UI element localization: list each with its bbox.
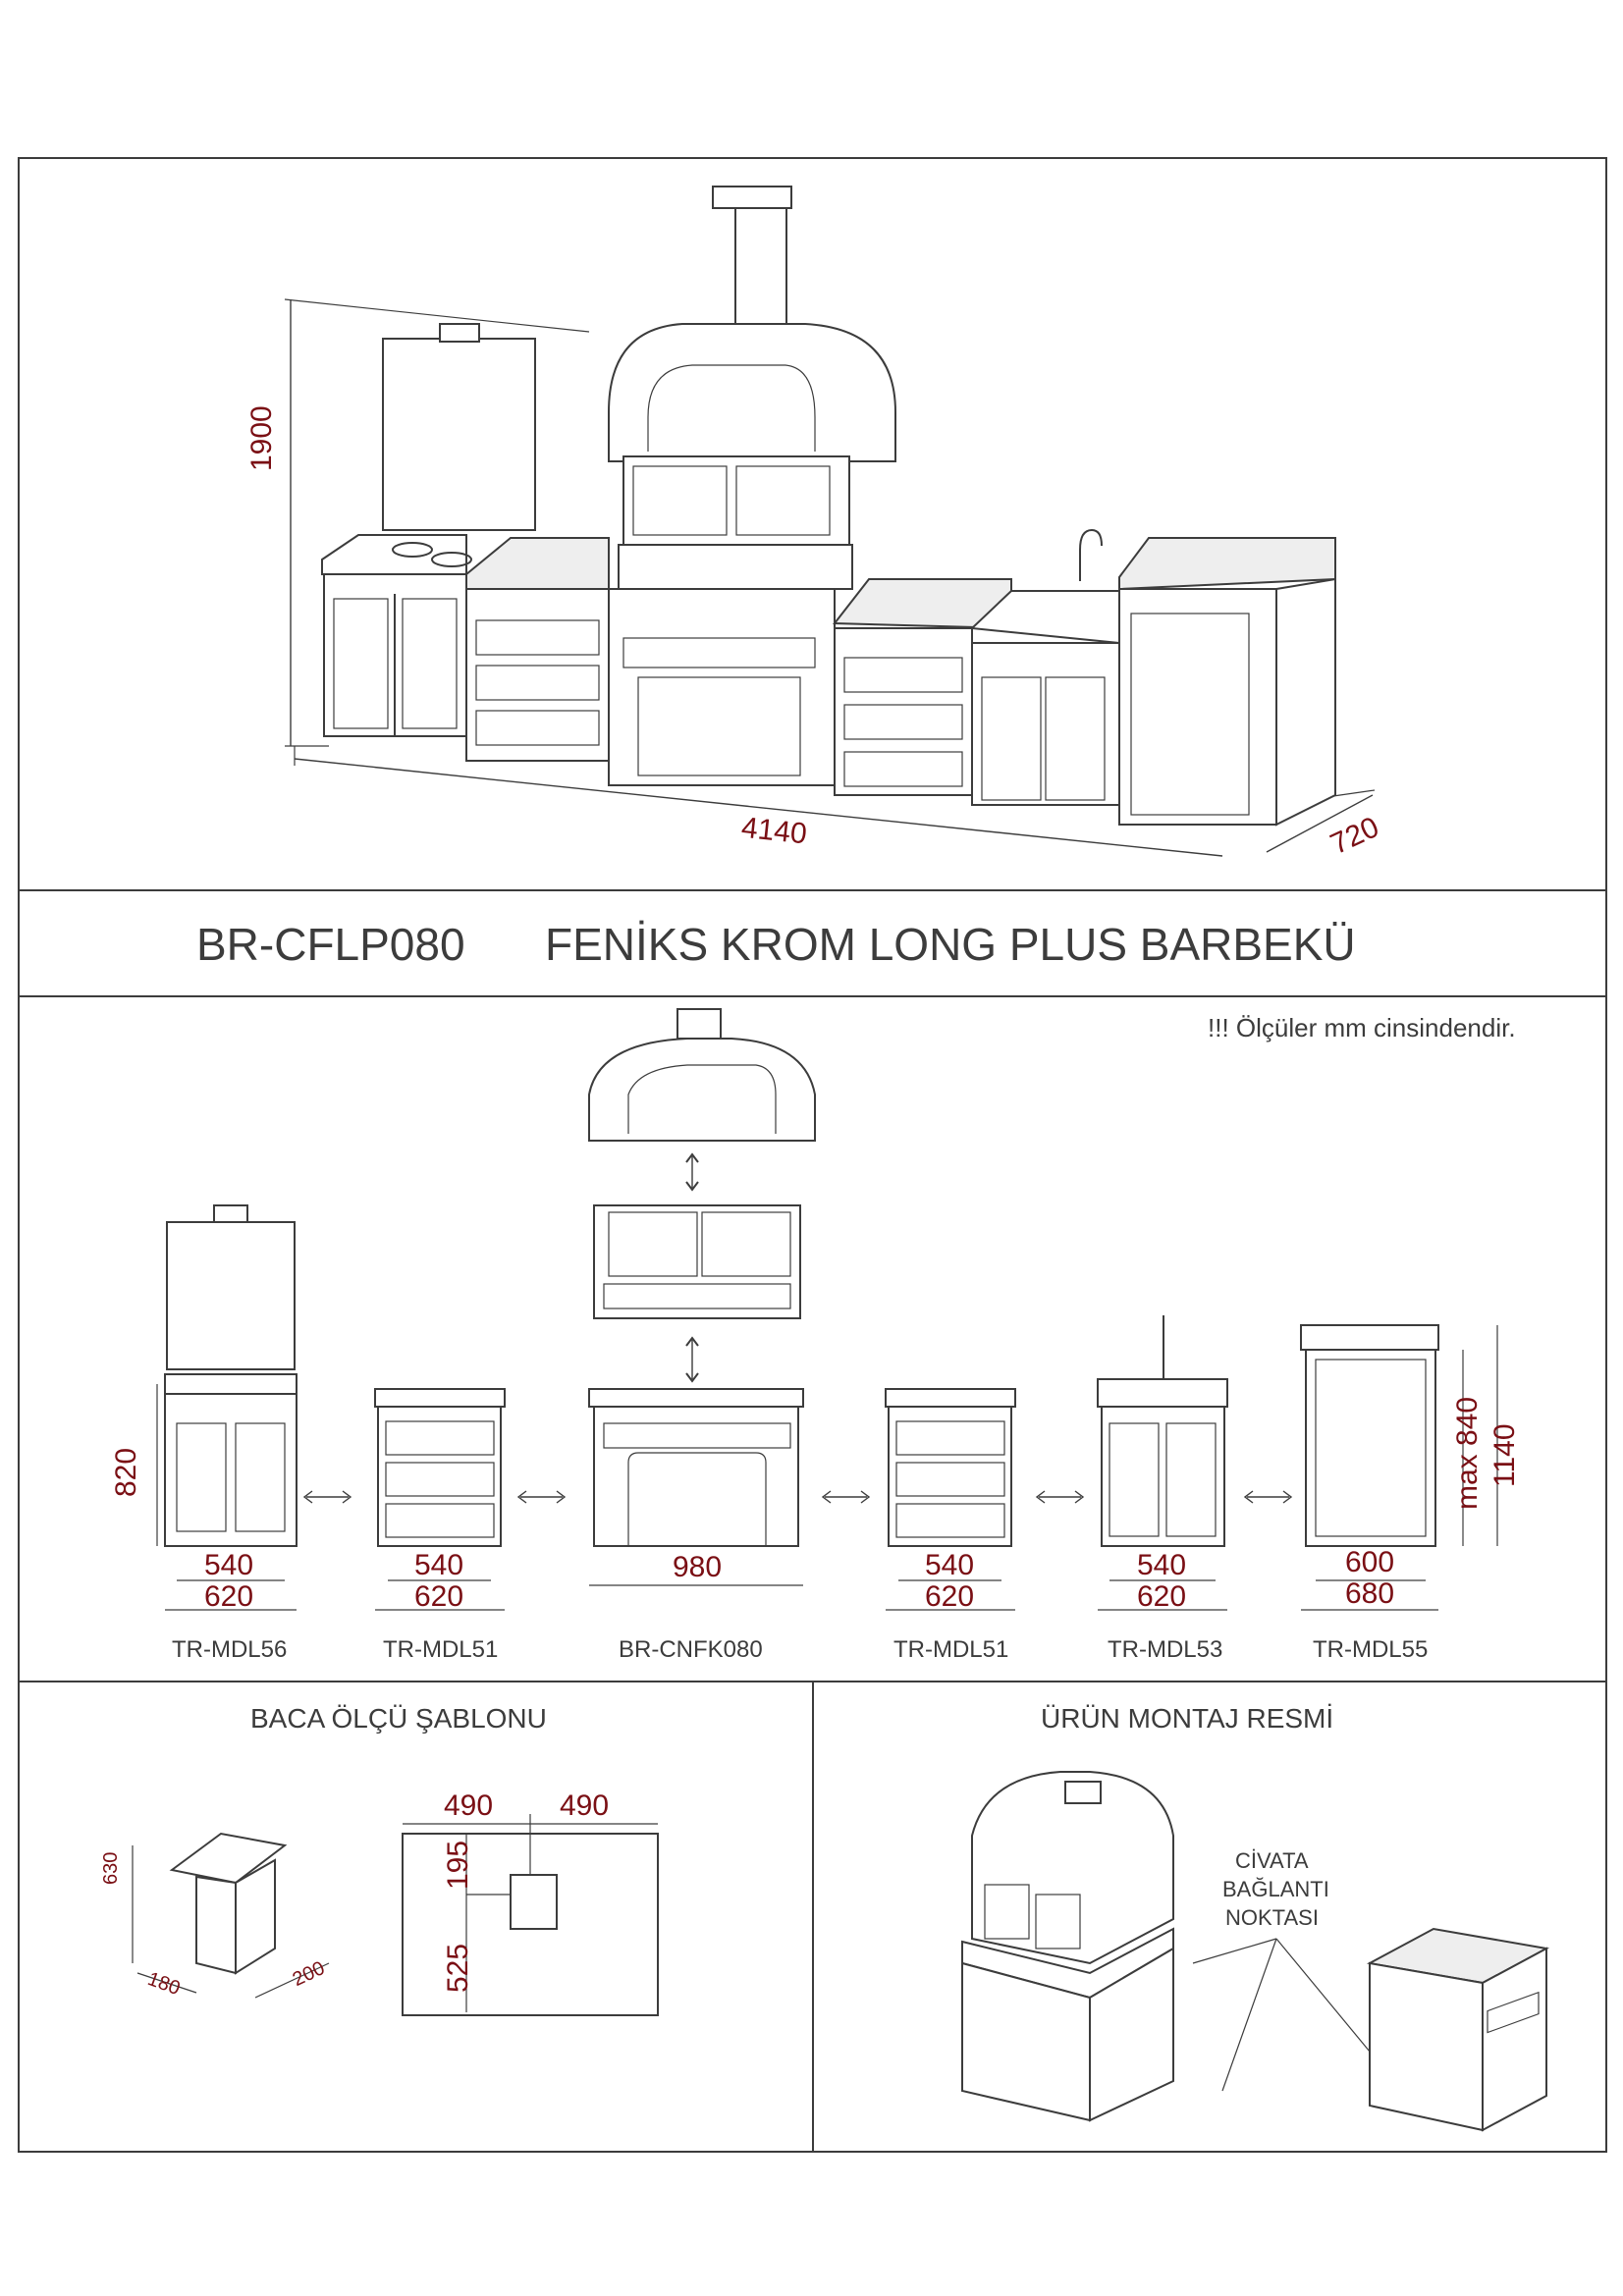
cnfk080-code: BR-CNFK080 [619, 1636, 763, 1663]
mdl56-code: TR-MDL56 [172, 1636, 288, 1663]
mdl51b-inner-width: 540 [925, 1549, 975, 1581]
mdl51a-code: TR-MDL51 [383, 1636, 499, 1663]
product-code: BR-CFLP080 [196, 919, 465, 970]
mdl51b-code: TR-MDL51 [893, 1636, 1009, 1663]
assembly-drawing [961, 1771, 1550, 2132]
modules-exploded-drawing [156, 1008, 1498, 1611]
mdl53-code: TR-MDL53 [1108, 1636, 1223, 1663]
mdl53-inner-width: 540 [1137, 1549, 1187, 1581]
mdl51a-outer-width: 620 [414, 1580, 464, 1613]
barbecue-overview-drawing [284, 186, 1376, 857]
mdl51a-inner-width: 540 [414, 1549, 464, 1581]
cnfk080-width: 980 [673, 1551, 723, 1583]
assembly-panel [812, 1681, 1607, 2153]
units-note: !!! Ölçüler mm cinsindendir. [1208, 1013, 1516, 1042]
mdl56-inner-width: 540 [204, 1549, 254, 1581]
bolt-label-line1: CİVATA [1235, 1848, 1309, 1873]
chimney-right-offset: 490 [560, 1789, 610, 1822]
mdl55-outer-width: 680 [1345, 1577, 1395, 1610]
bolt-label-line2: BAĞLANTI [1222, 1877, 1329, 1901]
chimney-template-drawing [132, 1814, 659, 2016]
mdl53-outer-width: 620 [1137, 1580, 1187, 1613]
chimney-template-title: BACA ÖLÇÜ ŞABLONU [250, 1703, 547, 1734]
mdl55-inner-width: 600 [1345, 1546, 1395, 1578]
assembly-title: ÜRÜN MONTAJ RESMİ [1041, 1703, 1334, 1734]
bolt-label-line3: NOKTASI [1225, 1905, 1319, 1930]
chimney-left-offset: 490 [444, 1789, 494, 1822]
mdl51b-outer-width: 620 [925, 1580, 975, 1613]
mdl55-code: TR-MDL55 [1313, 1636, 1429, 1663]
product-name: FENİKS KROM LONG PLUS BARBEKÜ [545, 919, 1356, 970]
mdl56-outer-width: 620 [204, 1580, 254, 1613]
